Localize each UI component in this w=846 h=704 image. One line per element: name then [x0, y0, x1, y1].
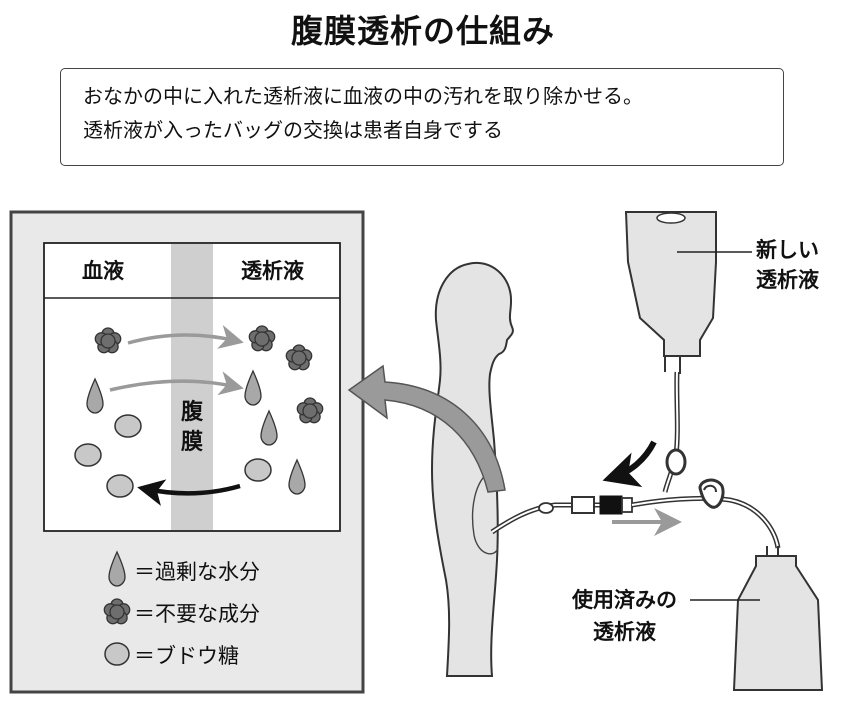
bag-hang-hole — [656, 212, 686, 224]
glucose-particle — [114, 414, 142, 438]
drain-clamp — [698, 478, 725, 509]
glucose-particle — [106, 474, 134, 498]
used-bag — [732, 555, 824, 691]
new-bag-label-2: 透析液 — [756, 268, 819, 292]
caption-box: おなかの中に入れた透析液に血液の中の汚れを取り除かせる。 透析液が入ったバッグの… — [60, 68, 784, 166]
connector-black — [599, 495, 623, 515]
membrane-band — [171, 244, 213, 530]
used-bag-label-1: 使用済みの — [572, 588, 677, 612]
blood-label: 血液 — [82, 259, 124, 283]
roller-clamp — [665, 448, 687, 476]
caption-line-1: おなかの中に入れた透析液に血液の中の汚れを取り除かせる。 — [83, 84, 643, 108]
used-bag-label-2: 透析液 — [593, 620, 656, 644]
glucose-particle — [244, 458, 272, 482]
infusion-arrow — [602, 440, 657, 488]
new-bag-ports — [664, 356, 681, 374]
legend-waste: ＝不要な成分 — [134, 602, 260, 626]
legend-glucose-icon — [104, 642, 130, 666]
legend-water: ＝過剰な水分 — [134, 560, 260, 584]
page-title: 腹膜透析の仕組み — [290, 12, 555, 50]
waste-transfer-arrow — [127, 325, 244, 349]
water-transfer-arrow — [109, 371, 244, 396]
transfer-set — [571, 496, 595, 514]
legend-glucose: ＝ブドウ糖 — [134, 644, 239, 668]
new-bag-label-1: 新しい — [756, 238, 819, 262]
new-bag — [624, 211, 717, 357]
dialysate-label: 透析液 — [241, 259, 304, 283]
glucose-particle — [74, 443, 102, 467]
zoom-arrow — [347, 364, 506, 493]
membrane-label: 腹膜 — [180, 400, 203, 455]
used-bag-ports — [766, 546, 779, 556]
abdomen-cavity — [471, 469, 499, 555]
connector-white — [621, 497, 633, 513]
glucose-transfer-arrow — [137, 479, 241, 506]
caption-line-2: 透析液が入ったバッグの交換は患者自身でする — [83, 118, 503, 142]
catheter-clamp — [538, 502, 554, 514]
